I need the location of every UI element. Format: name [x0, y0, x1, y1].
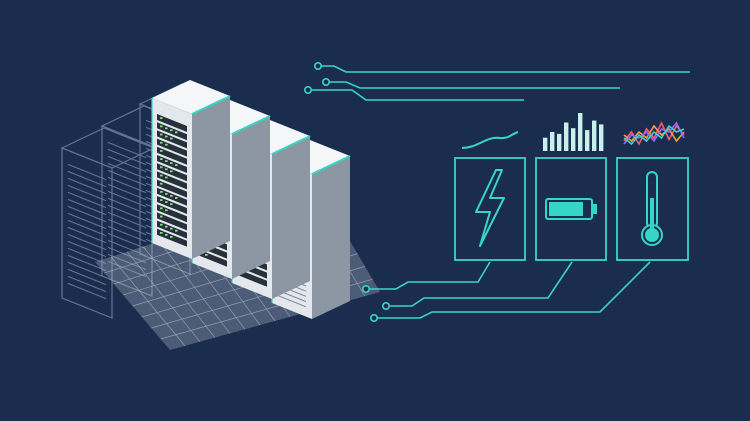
- monitor-panel-power: [454, 157, 526, 261]
- mini-bar: [599, 124, 604, 151]
- lightning-icon: [475, 169, 505, 247]
- mini-bar: [592, 120, 597, 151]
- server-rack-1: [151, 80, 231, 259]
- mini-bar: [543, 137, 548, 151]
- circuit-lines-top: [303, 61, 690, 101]
- mini-bar: [585, 130, 590, 151]
- monitor-panel-battery: [535, 157, 607, 261]
- mini-bar: [550, 132, 555, 151]
- thermometer-icon: [641, 171, 663, 246]
- mini-line-series: [623, 124, 685, 146]
- wave-line-icon: [461, 131, 519, 149]
- mini-bar: [557, 133, 562, 151]
- mini-bar: [564, 122, 569, 151]
- circuit-lines-bottom: [361, 261, 651, 322]
- mini-bar: [578, 113, 583, 151]
- multi-line-chart-icon: [623, 121, 685, 146]
- monitor-panel-temperature: [616, 157, 689, 261]
- bar-chart-icon: [543, 113, 604, 151]
- mini-line-series: [623, 124, 685, 143]
- battery-icon: [545, 198, 597, 220]
- mini-bar: [571, 128, 576, 151]
- server-racks: [151, 80, 351, 319]
- mini-line-series: [623, 121, 685, 145]
